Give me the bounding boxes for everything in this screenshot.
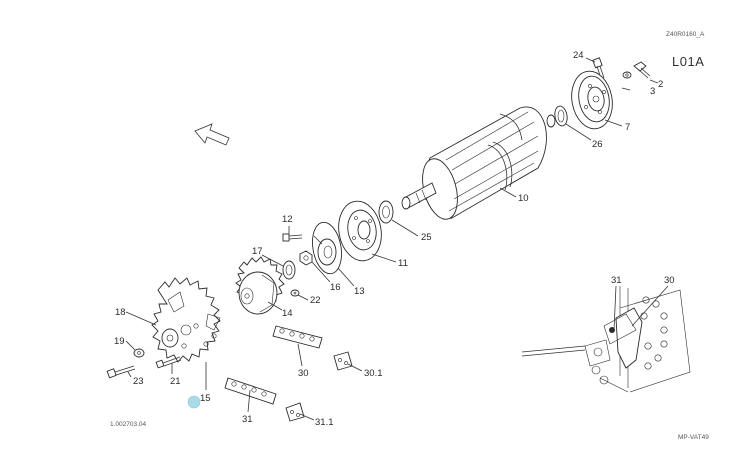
- callout-16[interactable]: 16: [330, 282, 341, 293]
- hotspot-marker[interactable]: [187, 395, 201, 409]
- roller-drum-part-10[interactable]: [401, 106, 547, 223]
- callout-23[interactable]: 23: [133, 376, 144, 387]
- callout-31-1[interactable]: 31.1: [315, 417, 334, 428]
- sprocket-part-15[interactable]: [151, 277, 221, 363]
- washer-part-22[interactable]: [290, 289, 300, 297]
- callout-31[interactable]: 31: [242, 414, 253, 425]
- callout-7[interactable]: 7: [625, 122, 630, 133]
- callout-11[interactable]: 11: [398, 258, 408, 269]
- seal-part-26[interactable]: [546, 105, 569, 128]
- callout-30[interactable]: 30: [298, 368, 309, 379]
- chain-part-30[interactable]: [272, 325, 323, 349]
- inset-callout-30[interactable]: 30: [664, 275, 675, 286]
- callout-18[interactable]: 18: [115, 307, 126, 318]
- arrow-icon: [194, 123, 230, 146]
- inset-bolt-icon: [609, 327, 615, 333]
- bolt-part-12[interactable]: [282, 233, 303, 242]
- callout-30-1[interactable]: 30.1: [364, 368, 383, 379]
- ring-part-17[interactable]: [282, 260, 296, 280]
- bolt-part-21[interactable]: [155, 356, 182, 369]
- washer-part-3[interactable]: [622, 71, 632, 79]
- callout-24[interactable]: 24: [573, 50, 584, 61]
- inset-detail: [521, 285, 691, 393]
- callout-22[interactable]: 22: [310, 295, 321, 306]
- footer-left-code: 1.002703.04: [110, 421, 147, 428]
- callout-17[interactable]: 17: [252, 246, 263, 257]
- hub-part-13[interactable]: [309, 220, 346, 276]
- group-code: L01A: [672, 54, 704, 69]
- callout-19[interactable]: 19: [114, 336, 125, 347]
- callout-25[interactable]: 25: [421, 232, 432, 243]
- footer-right-code: MP-VAT49: [678, 434, 709, 441]
- callout-13[interactable]: 13: [354, 286, 365, 297]
- flange-part-7[interactable]: [567, 68, 616, 132]
- callout-12[interactable]: 12: [282, 214, 293, 225]
- callout-15[interactable]: 15: [200, 393, 211, 404]
- sprocket-part-14[interactable]: [235, 256, 285, 315]
- bolt-part-24[interactable]: [592, 57, 605, 80]
- bearing-part-25[interactable]: [378, 200, 394, 224]
- callout-2[interactable]: 2: [658, 79, 663, 90]
- disc-part-11[interactable]: [334, 198, 386, 264]
- chain-link-part-31-1[interactable]: [285, 402, 305, 422]
- nut-part-16[interactable]: [299, 250, 313, 266]
- diagram-code: Z40R0160_A: [666, 31, 705, 38]
- callout-14[interactable]: 14: [282, 308, 293, 319]
- leader-lines: [125, 57, 659, 421]
- bolt-part-23[interactable]: [106, 365, 136, 379]
- callout-21[interactable]: 21: [170, 376, 181, 387]
- bolt-part-2[interactable]: [633, 61, 651, 79]
- inset-callout-31[interactable]: 31: [611, 275, 622, 286]
- callout-3[interactable]: 3: [650, 86, 655, 97]
- chain-link-part-30-1[interactable]: [333, 351, 353, 371]
- callout-26[interactable]: 26: [592, 139, 603, 150]
- chain-part-31[interactable]: [224, 377, 277, 405]
- callout-10[interactable]: 10: [518, 193, 529, 204]
- washer-part-19[interactable]: [133, 348, 145, 358]
